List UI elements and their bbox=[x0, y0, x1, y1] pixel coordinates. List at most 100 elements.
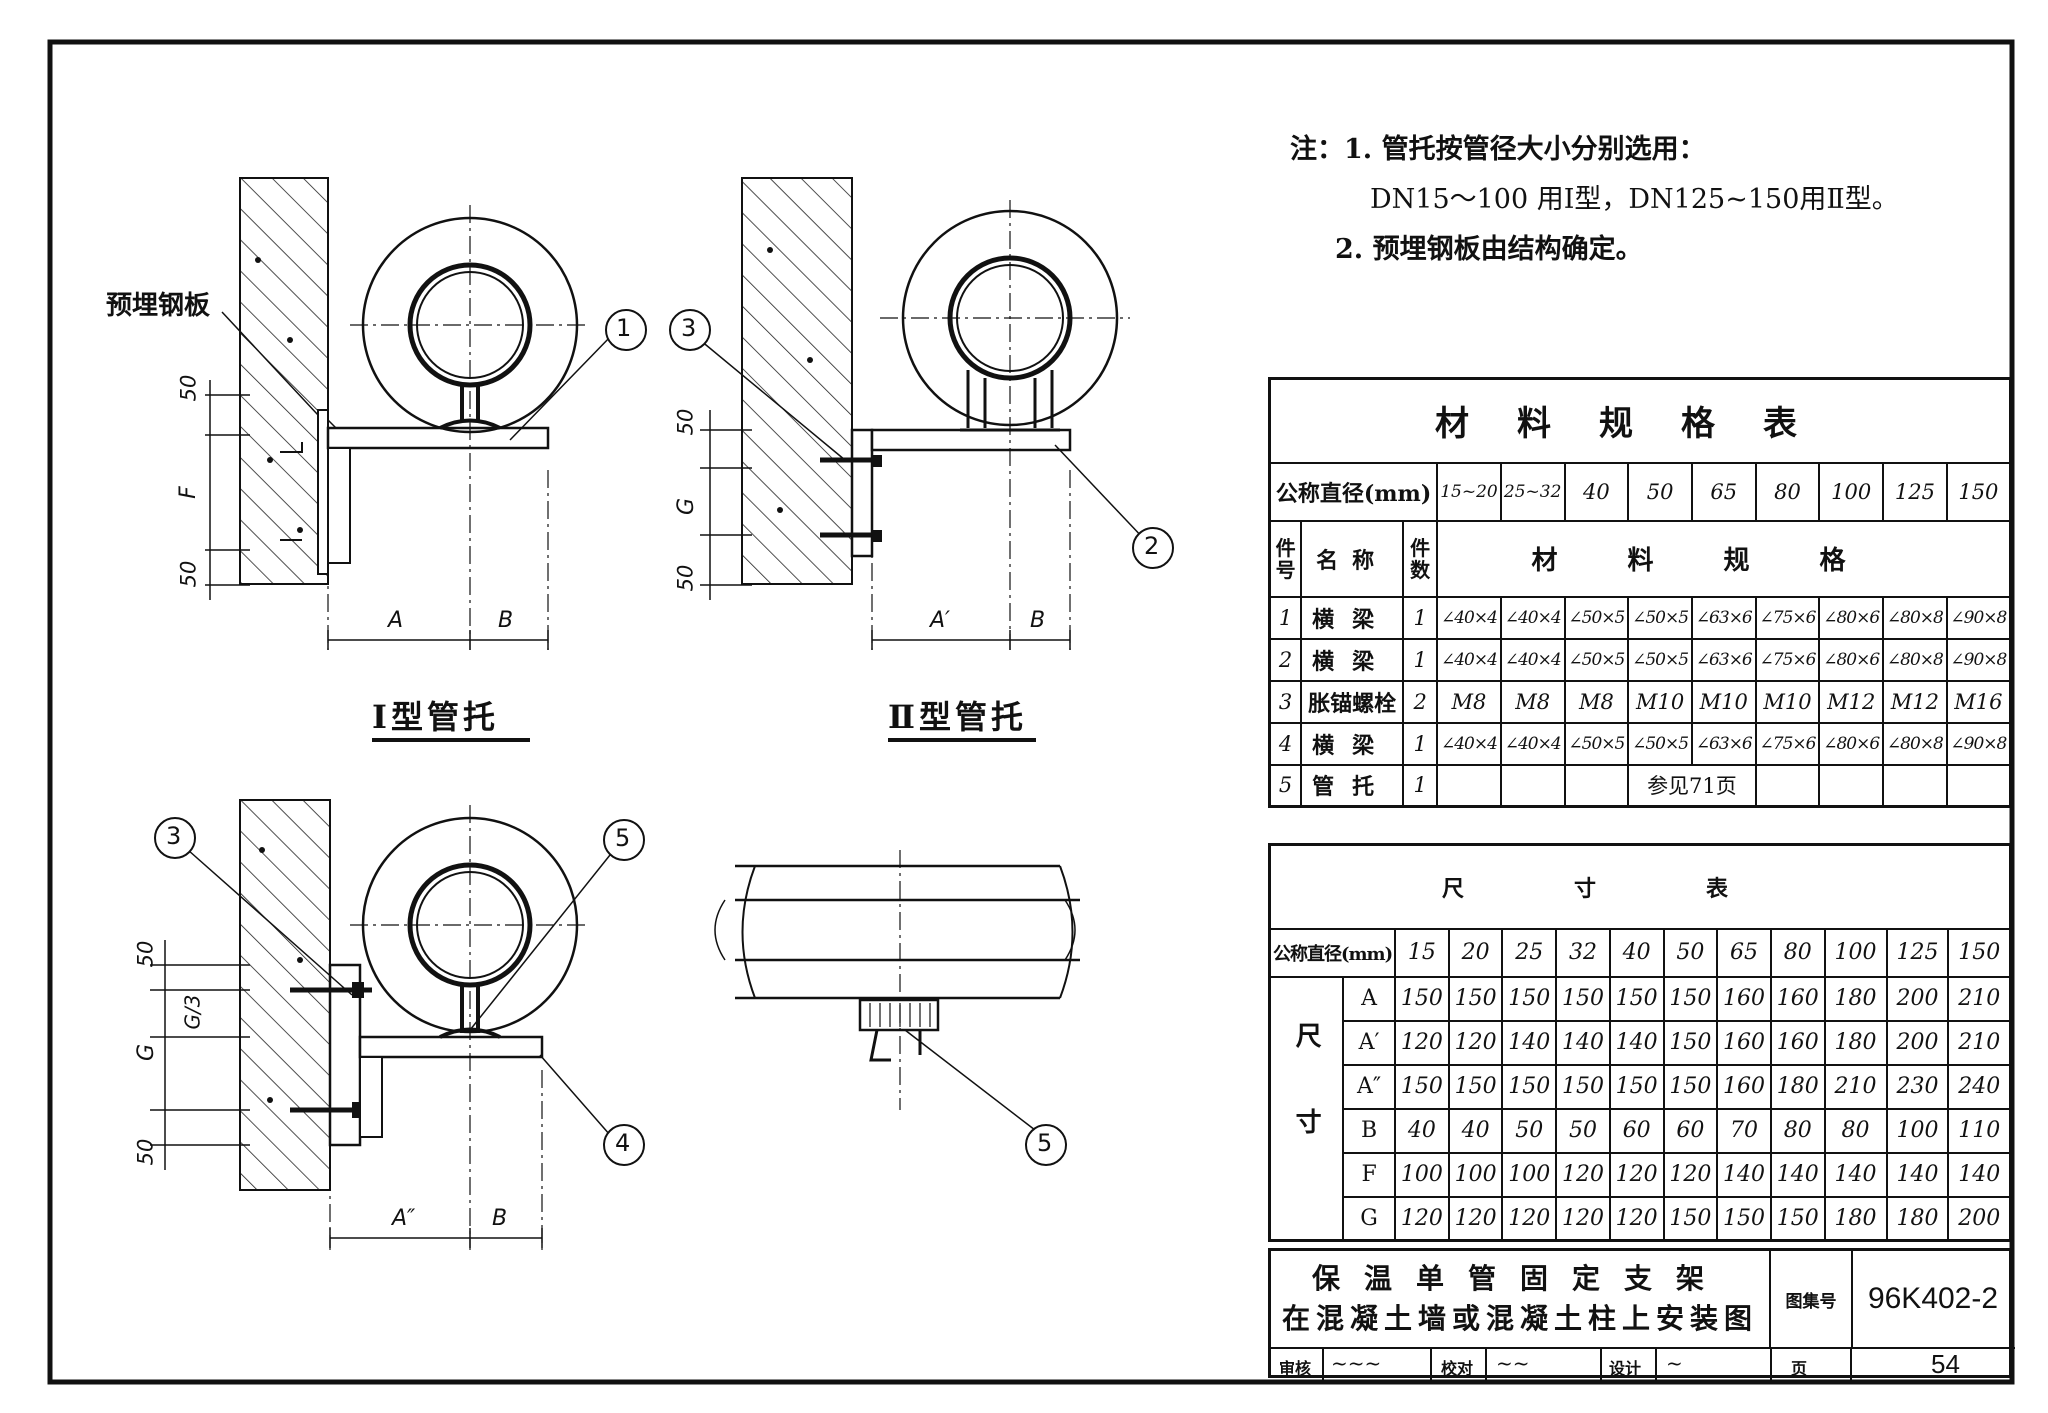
part-no: 2 bbox=[1268, 637, 1303, 682]
dim-cell: 140 bbox=[1716, 1151, 1772, 1198]
dim-label-A: A bbox=[388, 608, 404, 633]
materials-diameter-label: 公称直径(mm) bbox=[1268, 461, 1439, 522]
callout-1-circle bbox=[605, 309, 647, 351]
dim-cell: 200 bbox=[1947, 1195, 2012, 1242]
dim-cell: 150 bbox=[1394, 975, 1450, 1022]
spec-cell: M12 bbox=[1882, 679, 1948, 724]
type2-support-drawing bbox=[669, 177, 1174, 650]
dim-cell: 150 bbox=[1501, 1063, 1558, 1110]
cross-beam-2 bbox=[870, 428, 1072, 452]
type2-caption: Ⅱ型管托 bbox=[888, 698, 1027, 736]
dia-cell: 25 bbox=[1501, 927, 1558, 978]
dim-cell: 150 bbox=[1662, 975, 1719, 1022]
materials-row: 3 胀锚螺栓 2 M8 M8 M8 M10 M10 M10 M12 M12 M1… bbox=[1268, 679, 2012, 724]
dim-cell: 210 bbox=[1947, 975, 2012, 1022]
callout-5-circle-b bbox=[1025, 1124, 1067, 1166]
dim-key: A bbox=[1342, 975, 1397, 1022]
dim-cell: 80 bbox=[1823, 1107, 1888, 1154]
callout-1: 1 bbox=[616, 314, 632, 342]
dim-cell: 50 bbox=[1555, 1107, 1611, 1154]
materials-row: 5 管托 1 参见71页 bbox=[1268, 763, 2012, 808]
dimension-row: 尺寸 A 150 150 150 150 150 150 160 160 180… bbox=[1268, 975, 2012, 1242]
page-label: 页 bbox=[1791, 1359, 1808, 1378]
dim-cell: 150 bbox=[1608, 1063, 1665, 1110]
spec-cell: ∠40×4 bbox=[1499, 595, 1566, 640]
dim-cell: 60 bbox=[1608, 1107, 1665, 1154]
drawing-title: 保温单管固定支架 在混凝土墙或混凝土柱上安装图 bbox=[1271, 1251, 1771, 1347]
dim-cell: 150 bbox=[1555, 975, 1611, 1022]
part-qty: 1 bbox=[1402, 721, 1439, 766]
materials-row: 2 横梁 1 ∠40×4 ∠40×4 ∠50×5 ∠50×5 ∠63×6 ∠75… bbox=[1268, 637, 2012, 682]
callout-5-circle-a bbox=[603, 819, 645, 861]
cross-beam-4 bbox=[358, 1035, 544, 1059]
callout-4-circle bbox=[603, 1124, 645, 1166]
dim-cell: 150 bbox=[1716, 1195, 1772, 1242]
dim-key: A″ bbox=[1342, 1063, 1397, 1110]
type1-support-drawing bbox=[205, 177, 647, 650]
dim-label-G3: G/3 bbox=[180, 994, 205, 1030]
materials-row: 1 横梁 1 ∠40×4 ∠40×4 ∠50×5 ∠50×5 ∠63×6 ∠75… bbox=[1268, 595, 2012, 640]
dim-label-B-3: B bbox=[492, 1206, 508, 1231]
spec-cell: ∠75×6 bbox=[1754, 721, 1821, 766]
spec-cell: ∠80×6 bbox=[1818, 721, 1885, 766]
dim-cell: 140 bbox=[1608, 1019, 1665, 1066]
dia-cell: 40 bbox=[1608, 927, 1665, 978]
dim-cell: 180 bbox=[1769, 1063, 1826, 1110]
col-name: 名称 bbox=[1300, 519, 1405, 598]
spec-cell: M8 bbox=[1499, 679, 1566, 724]
embedded-plate bbox=[317, 409, 329, 575]
dim-cell: 180 bbox=[1823, 975, 1888, 1022]
materials-header-row: 件号 名称 件数 材料规格 bbox=[1268, 519, 2012, 598]
spec-cell: ∠90×8 bbox=[1945, 595, 2012, 640]
part-qty: 1 bbox=[1402, 637, 1439, 682]
dim-cell: 150 bbox=[1608, 975, 1665, 1022]
dia-cell: 50 bbox=[1662, 927, 1719, 978]
dim-cell: 150 bbox=[1769, 1195, 1826, 1242]
dim-key: G bbox=[1342, 1195, 1397, 1242]
concrete-wall-2 bbox=[741, 177, 853, 585]
materials-table-title: 材料规格表 bbox=[1268, 377, 2012, 464]
callout-5a: 5 bbox=[615, 824, 631, 852]
spec-cell bbox=[1499, 763, 1566, 808]
spec-cell bbox=[1563, 763, 1630, 808]
dimension-row: G 120 120 120 120 120 150 150 150 180 18… bbox=[1270, 1195, 2012, 1242]
dia-cell: 50 bbox=[1627, 461, 1693, 522]
dim-cell: 120 bbox=[1394, 1019, 1450, 1066]
callout-3a: 3 bbox=[681, 314, 697, 342]
dia-cell: 32 bbox=[1555, 927, 1611, 978]
dim-cell: 100 bbox=[1885, 1107, 1950, 1154]
part-name: 横梁 bbox=[1300, 595, 1405, 640]
dia-cell: 15~20 bbox=[1436, 461, 1502, 522]
dia-cell: 40 bbox=[1563, 461, 1630, 522]
dim-label-B-2: B bbox=[1030, 608, 1046, 633]
page-number: 54 bbox=[1931, 1349, 1960, 1379]
col-spec: 材料规格 bbox=[1436, 519, 2012, 598]
review-signature: ~~~ bbox=[1331, 1351, 1382, 1375]
part-name: 管托 bbox=[1300, 763, 1405, 808]
col-part-no: 件号 bbox=[1268, 519, 1303, 598]
spec-cell: ∠40×4 bbox=[1436, 721, 1502, 766]
dim-cell: 160 bbox=[1716, 975, 1772, 1022]
spec-cell: ∠50×5 bbox=[1627, 721, 1693, 766]
cross-beam-1 bbox=[326, 426, 550, 450]
check-label: 校对 bbox=[1441, 1359, 1474, 1378]
note-line-3: 2. 预埋钢板由结构确定。 bbox=[1335, 234, 1643, 265]
part-no: 3 bbox=[1268, 679, 1303, 724]
atlas-number: 96K402-2 bbox=[1867, 1282, 1999, 1315]
dim-cell: 100 bbox=[1447, 1151, 1504, 1198]
spec-cell bbox=[1436, 763, 1502, 808]
note-line-2: DN15～100 用Ⅰ型，DN125~150用Ⅱ型。 bbox=[1370, 184, 1899, 215]
dim-cell: 160 bbox=[1716, 1019, 1772, 1066]
dim-cell: 50 bbox=[1501, 1107, 1558, 1154]
dim-cell: 160 bbox=[1769, 975, 1826, 1022]
dim-cell: 120 bbox=[1555, 1195, 1611, 1242]
type1-caption: Ⅰ型管托 bbox=[372, 698, 499, 736]
materials-row: 4 横梁 1 ∠40×4 ∠40×4 ∠50×5 ∠50×5 ∠63×6 ∠75… bbox=[1268, 721, 2012, 766]
spec-cell: ∠63×6 bbox=[1690, 595, 1757, 640]
spec-cell: ∠90×8 bbox=[1945, 637, 2012, 682]
dim-cell: 60 bbox=[1662, 1107, 1719, 1154]
dim-cell: 140 bbox=[1947, 1151, 2012, 1198]
title-block: 保温单管固定支架 在混凝土墙或混凝土柱上安装图 图集号 96K402-2 审核 … bbox=[1268, 1248, 2015, 1381]
dim-cell: 70 bbox=[1716, 1107, 1772, 1154]
dim-key: B bbox=[1342, 1107, 1397, 1154]
